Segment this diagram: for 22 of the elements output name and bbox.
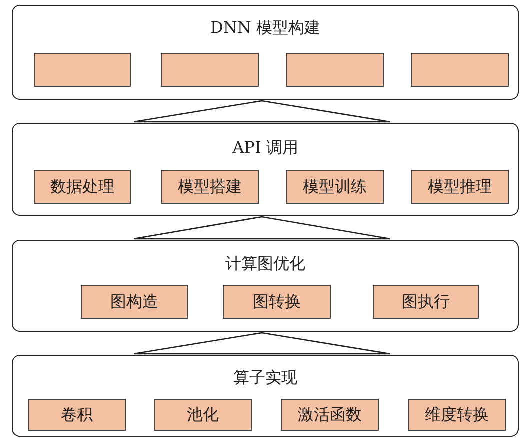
module-box: 卷积 (28, 399, 126, 431)
module-box: 模型推理 (411, 170, 509, 204)
arrow (133, 216, 391, 240)
module-box: 模型训练 (286, 170, 384, 204)
module-box (411, 53, 509, 87)
module-box: 模型搭建 (161, 170, 259, 204)
module-box (161, 53, 259, 87)
layer-title: 计算图优化 (224, 254, 306, 275)
arrow (133, 100, 391, 123)
module-box: 图执行 (373, 285, 479, 319)
arrow (133, 332, 391, 355)
module-box: 维度转换 (408, 399, 506, 431)
module-box: 图构造 (81, 285, 188, 319)
layer-title: API 调用 (232, 138, 300, 159)
module-box: 激活函数 (281, 399, 379, 431)
module-box (286, 53, 384, 87)
layer-title: 算子实现 (232, 368, 298, 389)
layer-title: DNN 模型构建 (210, 18, 322, 39)
module-box: 图转换 (223, 285, 331, 319)
module-box: 池化 (154, 399, 252, 431)
module-box (34, 53, 131, 87)
module-box: 数据处理 (34, 170, 131, 204)
